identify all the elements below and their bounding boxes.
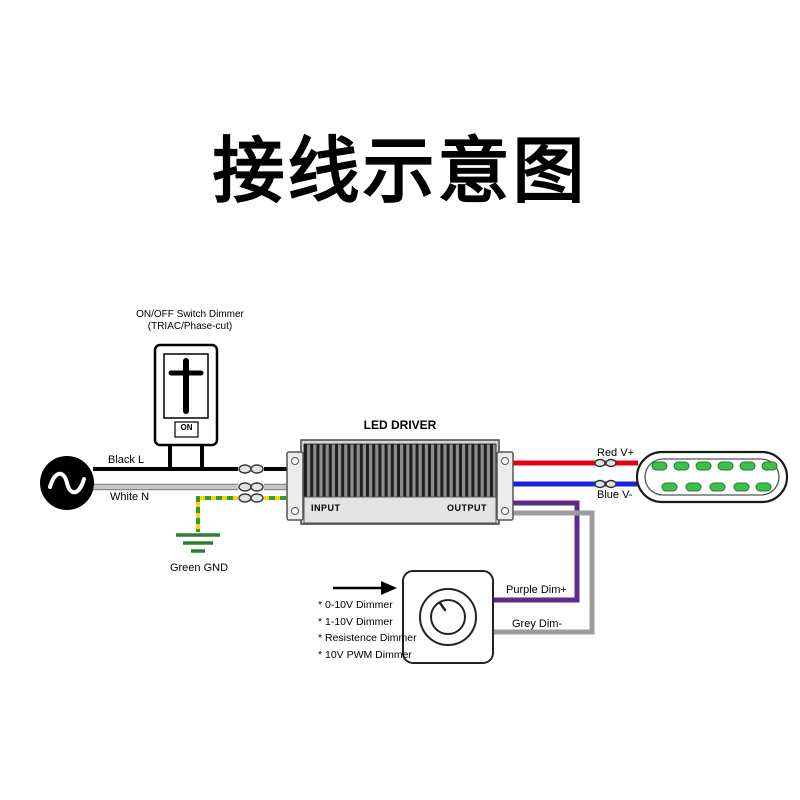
arrow-right-icon bbox=[333, 581, 397, 595]
screw-hole-icon bbox=[501, 457, 509, 465]
dimmer-type-item: * 0-10V Dimmer bbox=[318, 599, 393, 611]
dimmer-type-list: * 0-10V Dimmer * 1-10V Dimmer * Resisten… bbox=[318, 599, 417, 665]
v-plus-wire-label: Red V+ bbox=[597, 447, 634, 459]
led-driver bbox=[286, 439, 514, 525]
rotary-dimmer bbox=[402, 570, 494, 664]
ac-sine-icon bbox=[48, 471, 86, 495]
dimmer-type-item: * 1-10V Dimmer bbox=[318, 615, 393, 628]
led-driver-title: LED DRIVER bbox=[363, 418, 437, 432]
led-chips bbox=[651, 461, 778, 492]
switch-dimmer-label-line1: ON/OFF Switch Dimmer bbox=[136, 309, 244, 320]
led-module bbox=[635, 450, 789, 504]
live-wire-label: Black L bbox=[108, 454, 145, 466]
live-wire bbox=[93, 445, 292, 471]
page-title: 接线示意图 bbox=[212, 132, 588, 212]
ground-wire-label: Green GND bbox=[169, 562, 229, 574]
dim-plus-wire bbox=[493, 500, 580, 603]
switch-dimmer-label: ON/OFF Switch Dimmer (TRIAC/Phase-cut) bbox=[110, 309, 270, 333]
dim-plus-wire-label: Purple Dim+ bbox=[506, 584, 567, 596]
wire-connector-icons bbox=[238, 458, 617, 503]
switch-on-label: ON bbox=[180, 423, 193, 432]
ground-wire bbox=[196, 496, 292, 532]
screw-hole-icon bbox=[291, 457, 299, 465]
dim-minus-wire-label: Grey Dim- bbox=[512, 618, 563, 630]
v-minus-wire-label: Blue V- bbox=[597, 489, 633, 501]
dimmer-knob-icon bbox=[430, 599, 466, 635]
switch-dimmer-label-line2: (TRIAC/Phase-cut) bbox=[147, 321, 233, 332]
switch-dimmer-box bbox=[153, 343, 219, 447]
driver-input-label: INPUT bbox=[311, 503, 341, 513]
screw-hole-icon bbox=[501, 507, 509, 515]
ground-wire-stripe bbox=[196, 496, 292, 532]
earth-ground-icon bbox=[176, 533, 220, 553]
driver-output-label: OUTPUT bbox=[447, 503, 487, 513]
dimmer-type-item: * 10V PWM Dimmer bbox=[318, 648, 412, 661]
neutral-wire-label: White N bbox=[110, 491, 150, 503]
dim-minus-wire bbox=[493, 510, 595, 635]
dimmer-type-item: * Resistence Dimmer bbox=[318, 632, 417, 645]
ac-source bbox=[40, 456, 94, 510]
screw-hole-icon bbox=[291, 507, 299, 515]
